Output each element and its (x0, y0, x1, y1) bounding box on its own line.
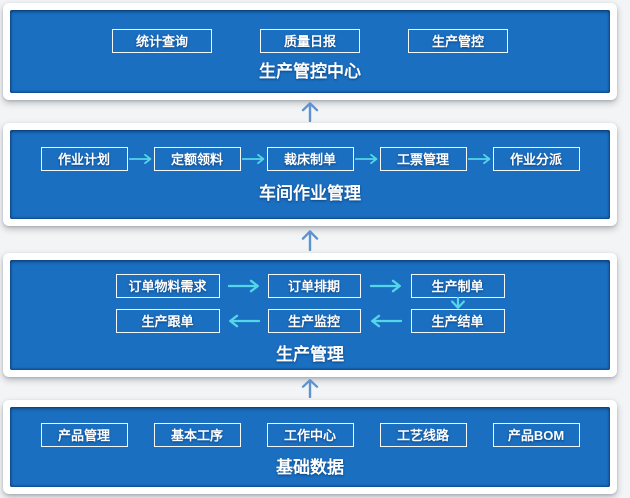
right-arrow-icon (227, 279, 261, 293)
module-box-product-bom: 产品BOM (492, 423, 580, 447)
module-row: 统计查询 质量日报 生产管控 (112, 29, 508, 53)
module-box-production-order: 生产制单 (410, 274, 505, 298)
module-box-job-dispatch: 作业分派 (492, 147, 580, 171)
up-arrow-icon (301, 229, 319, 251)
module-box-product-management: 产品管理 (40, 423, 128, 447)
band-title-workshop-operation-management: 车间作业管理 (259, 184, 361, 203)
module-row: 作业计划 定额领料 裁床制单 工票管理 作业分派 (40, 147, 580, 171)
right-arrow-icon (241, 152, 267, 166)
module-box-job-plan: 作业计划 (40, 147, 128, 171)
band-panel: 产品管理 基本工序 工作中心 工艺线路 产品BOM 基础数据 (10, 407, 610, 487)
band-title-production-control-center: 生产管控中心 (259, 62, 361, 81)
module-box-statistics-query: 统计查询 (112, 29, 212, 53)
module-box-basic-process: 基本工序 (153, 423, 241, 447)
left-arrow-icon (369, 314, 403, 328)
module-box-work-center: 工作中心 (266, 423, 354, 447)
right-arrow-icon (369, 279, 403, 293)
module-box-production-monitoring: 生产监控 (267, 309, 361, 333)
band-panel: 作业计划 定额领料 裁床制单 工票管理 作业分派 车间作业管理 (10, 130, 610, 219)
band-production-control-center: 统计查询 质量日报 生产管控 生产管控中心 (3, 3, 617, 100)
module-box-quality-daily-report: 质量日报 (260, 29, 360, 53)
module-box-order-material-demand: 订单物料需求 (115, 274, 220, 298)
up-arrow-icon (301, 101, 319, 122)
band-workshop-operation-management: 作业计划 定额领料 裁床制单 工票管理 作业分派 车间作业管理 (3, 123, 617, 226)
band-panel: 统计查询 质量日报 生产管控 生产管控中心 (10, 10, 610, 93)
module-box-production-control: 生产管控 (408, 29, 508, 53)
module-box-production-closing: 生产结单 (410, 309, 505, 333)
module-box-order-scheduling: 订单排期 (267, 274, 361, 298)
module-box-production-follow-up: 生产跟单 (115, 309, 220, 333)
band-basic-data: 产品管理 基本工序 工作中心 工艺线路 产品BOM 基础数据 (3, 400, 617, 494)
band-title-basic-data: 基础数据 (276, 458, 344, 477)
right-arrow-icon (354, 152, 380, 166)
right-arrow-icon (128, 152, 154, 166)
left-arrow-icon (227, 314, 261, 328)
module-grid: 订单物料需求 订单排期 生产制单 生产跟单 (115, 274, 505, 333)
band-panel: 订单物料需求 订单排期 生产制单 生产跟单 (10, 260, 610, 370)
up-arrow-icon (301, 378, 319, 398)
module-box-process-route: 工艺线路 (379, 423, 467, 447)
right-arrow-icon (467, 152, 493, 166)
module-box-work-ticket-management: 工票管理 (379, 147, 467, 171)
module-row: 产品管理 基本工序 工作中心 工艺线路 产品BOM (40, 423, 580, 447)
band-production-management: 订单物料需求 订单排期 生产制单 生产跟单 (3, 253, 617, 377)
down-arrow-icon (450, 297, 466, 310)
module-box-cutting-order: 裁床制单 (266, 147, 354, 171)
module-box-quota-picking: 定额领料 (153, 147, 241, 171)
band-title-production-management: 生产管理 (276, 345, 344, 364)
